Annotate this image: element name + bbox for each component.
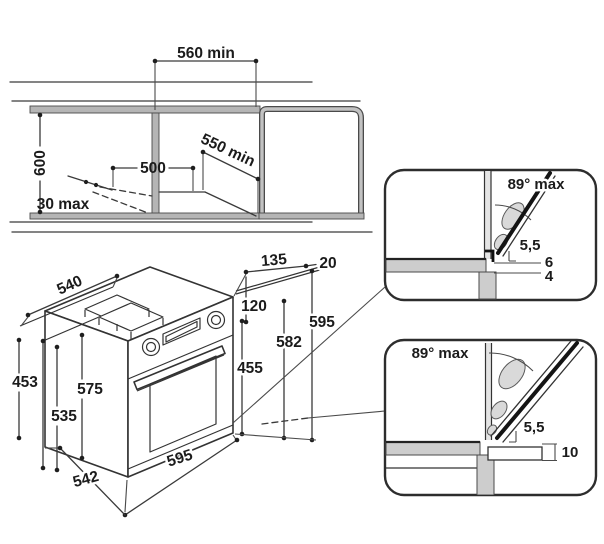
dim-120: 120 <box>239 276 269 325</box>
oven-edge-step <box>485 249 495 262</box>
oven-door-window <box>149 355 217 453</box>
oven-handle <box>133 345 226 392</box>
countertop-band <box>29 105 261 114</box>
detail-view-top: 89° max 5,5 6 4 <box>383 168 598 302</box>
dim-550-min: 550 min <box>198 131 261 213</box>
dim-582: 582 <box>274 298 304 441</box>
connector-lines <box>232 286 386 425</box>
oven-front-face <box>127 296 234 478</box>
dim-453-label: 453 <box>12 374 38 391</box>
cabinet-lines <box>19 261 338 342</box>
dim-560-min-label: 560 min <box>177 45 235 62</box>
cabinet-section-view: 560 min 600 500 550 min <box>9 45 373 233</box>
dim-20-label: 20 <box>319 255 336 272</box>
dim-560-min: 560 min <box>152 45 259 110</box>
countertop-section-top <box>385 258 487 273</box>
detail-bottom-angle-label: 89° max <box>412 345 470 362</box>
cabinet-panel-section-top <box>478 271 497 300</box>
dim-455-label: 455 <box>237 360 263 377</box>
dim-595-side-label: 595 <box>309 314 335 331</box>
dim-535-label: 535 <box>51 408 77 425</box>
detail-bottom-content <box>385 340 584 495</box>
dim-595-side: 595 <box>307 268 338 443</box>
dim-575: 575 <box>75 332 106 461</box>
side-niche-outline <box>258 106 365 220</box>
countertop-section-bottom <box>385 441 481 456</box>
detail-top-angle-label: 89° max <box>508 176 566 193</box>
knob-right <box>206 310 226 330</box>
open-door-line-top <box>496 171 552 255</box>
dim-135-label: 135 <box>260 251 288 270</box>
detail-top-content <box>385 171 556 300</box>
niche-floor-perspective <box>158 191 257 217</box>
dim-540-label: 540 <box>55 273 86 299</box>
cabinet-bottom-band <box>29 212 261 220</box>
dim-120-label: 120 <box>241 298 267 315</box>
dim-582-label: 582 <box>276 334 302 351</box>
dim-535: 535 <box>49 344 80 473</box>
detail-top-4-label: 4 <box>545 268 554 285</box>
dim-500: 500 <box>110 160 196 191</box>
dim-575-label: 575 <box>77 381 103 398</box>
dim-600-label: 600 <box>32 150 49 176</box>
detail-bottom-gap-label: 5,5 <box>524 419 545 436</box>
detail-view-bottom: 89° max 5,5 10 <box>383 338 598 497</box>
cabinet-panel-section-bottom <box>476 454 495 495</box>
dim-453: 453 <box>10 337 41 441</box>
dim-30-max: 30 max <box>37 175 153 214</box>
angle-arc-top <box>494 204 532 221</box>
shelf-edge <box>487 446 543 461</box>
cabinet-front-edge <box>40 338 46 471</box>
knob-left <box>141 337 161 357</box>
open-door-line-bottom <box>495 341 579 440</box>
angle-arc-bottom <box>488 352 534 372</box>
detail-top-6-label: 6 <box>545 254 553 271</box>
dim-135-and-20: 135 20 <box>233 248 339 297</box>
oven-isometric-view: 453 535 575 540 <box>10 248 339 518</box>
control-panel-line <box>127 334 234 380</box>
display-window <box>162 317 201 346</box>
door-bottom-trim <box>127 424 234 470</box>
dim-542-label: 542 <box>71 468 100 491</box>
dim-30-max-label: 30 max <box>37 196 90 213</box>
detail-bottom-10-label: 10 <box>562 444 579 461</box>
dim-500-label: 500 <box>140 160 166 177</box>
dim-600: 600 <box>32 112 49 215</box>
detail-top-gap-label: 5,5 <box>520 237 541 254</box>
